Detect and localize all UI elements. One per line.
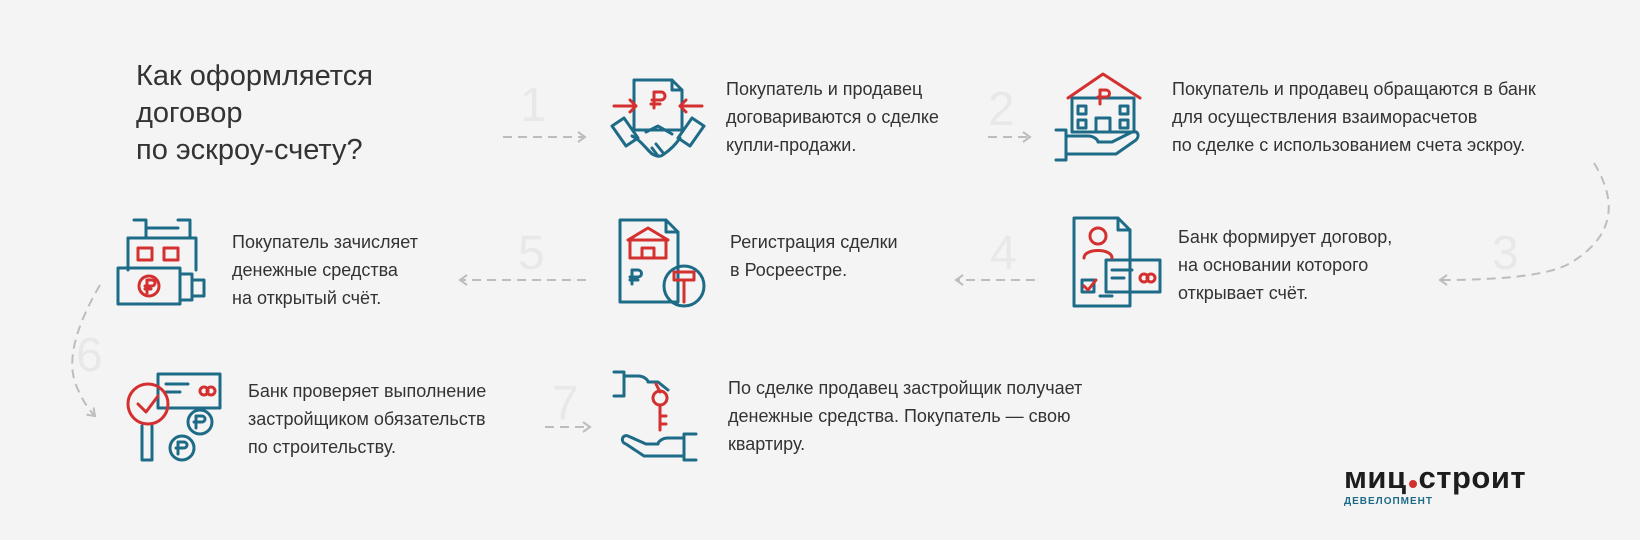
- step-5-number: 5: [518, 227, 545, 280]
- arrow-step-5-to-step-6: [71, 284, 101, 418]
- step-4-number: 4: [990, 227, 1017, 280]
- step-7-number: 7: [552, 377, 579, 430]
- bank-check-icon: [126, 372, 222, 462]
- step-2-number: 2: [988, 83, 1015, 136]
- step-7-text: По сделке продавец застройщик получает д…: [728, 378, 1083, 454]
- arrow-step-2-to-step-3: [1438, 162, 1610, 286]
- diagram-title: Как оформляется договор по эскроу-счету?: [136, 60, 373, 166]
- house-money-icon: [116, 218, 206, 306]
- step-6-number: 6: [76, 329, 103, 382]
- key-handover-icon: [612, 370, 698, 462]
- contract-card-icon: [1072, 216, 1162, 308]
- logo-red-dot: [1408, 480, 1417, 488]
- step-4-text: Регистрация сделки в Росреестре.: [730, 232, 898, 280]
- step-6-text: Банк проверяет выполнение застройщиком о…: [248, 381, 487, 457]
- step-5-text: Покупатель зачисляет денежные средства н…: [232, 232, 418, 308]
- step-2-text: Покупатель и продавец обращаются в банк …: [1172, 79, 1536, 155]
- step-1-text: Покупатель и продавец договариваются о с…: [726, 79, 939, 155]
- registry-stamp-icon: [618, 218, 706, 308]
- house-on-hand-icon: [1054, 72, 1142, 162]
- step-1-number: 1: [520, 79, 547, 132]
- logo-subtitle: ДЕВЕЛОПМЕНТ: [1344, 496, 1433, 507]
- handshake-contract-icon: [610, 78, 706, 158]
- step-3-text: Банк формирует договор, на основании кот…: [1178, 227, 1393, 303]
- step-3-number: 3: [1492, 227, 1519, 280]
